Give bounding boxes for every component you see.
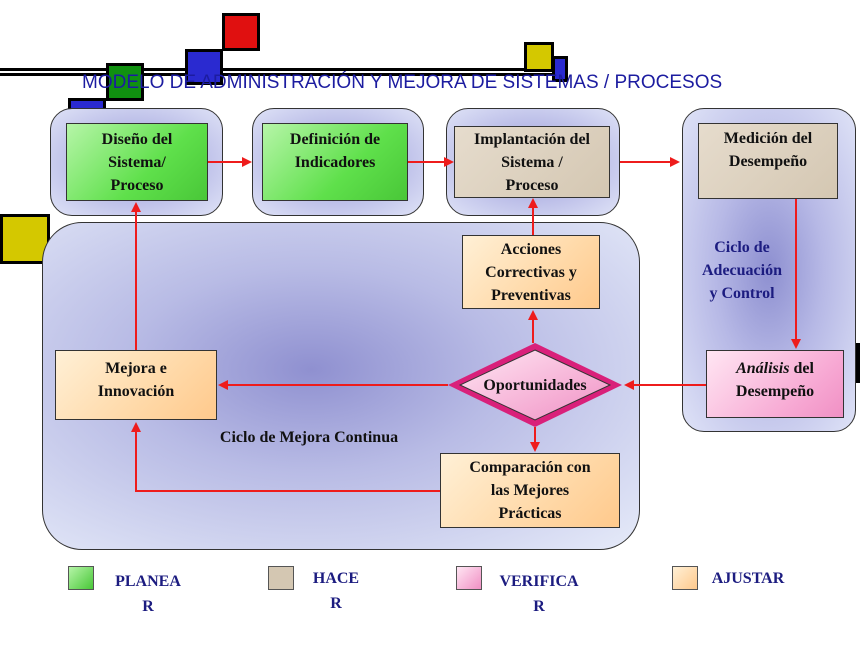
arrow-comparacion-mejora: [131, 422, 440, 492]
decor-bar-right: [855, 343, 860, 383]
legend-swatch-ajustar: [672, 566, 698, 590]
legend-swatch-hacer: [268, 566, 294, 590]
decor-square-red: [222, 13, 260, 51]
label-ciclo-mejora: Ciclo de Mejora Continua: [219, 429, 399, 446]
decor-square-blue-small: [68, 98, 106, 110]
diamond-label: Oportunidades: [483, 377, 587, 394]
decor-square-blue: [185, 49, 223, 85]
legend-swatch-planear: [68, 566, 94, 590]
decor-square-yellow-top: [524, 42, 554, 72]
header-rule: [0, 68, 560, 76]
page-title: MODELO DE ADMINISTRACIÓN Y MEJORA DE SIS…: [82, 72, 723, 93]
legend-label-ajustar: AJUSTAR: [711, 570, 785, 587]
diamond-oportunidades: [448, 343, 622, 427]
decor-square-green: [106, 63, 144, 101]
legend-swatch-verificar: [456, 566, 482, 590]
decor-square-yellow-left: [0, 214, 50, 264]
decor-square-blue-top: [552, 56, 568, 82]
